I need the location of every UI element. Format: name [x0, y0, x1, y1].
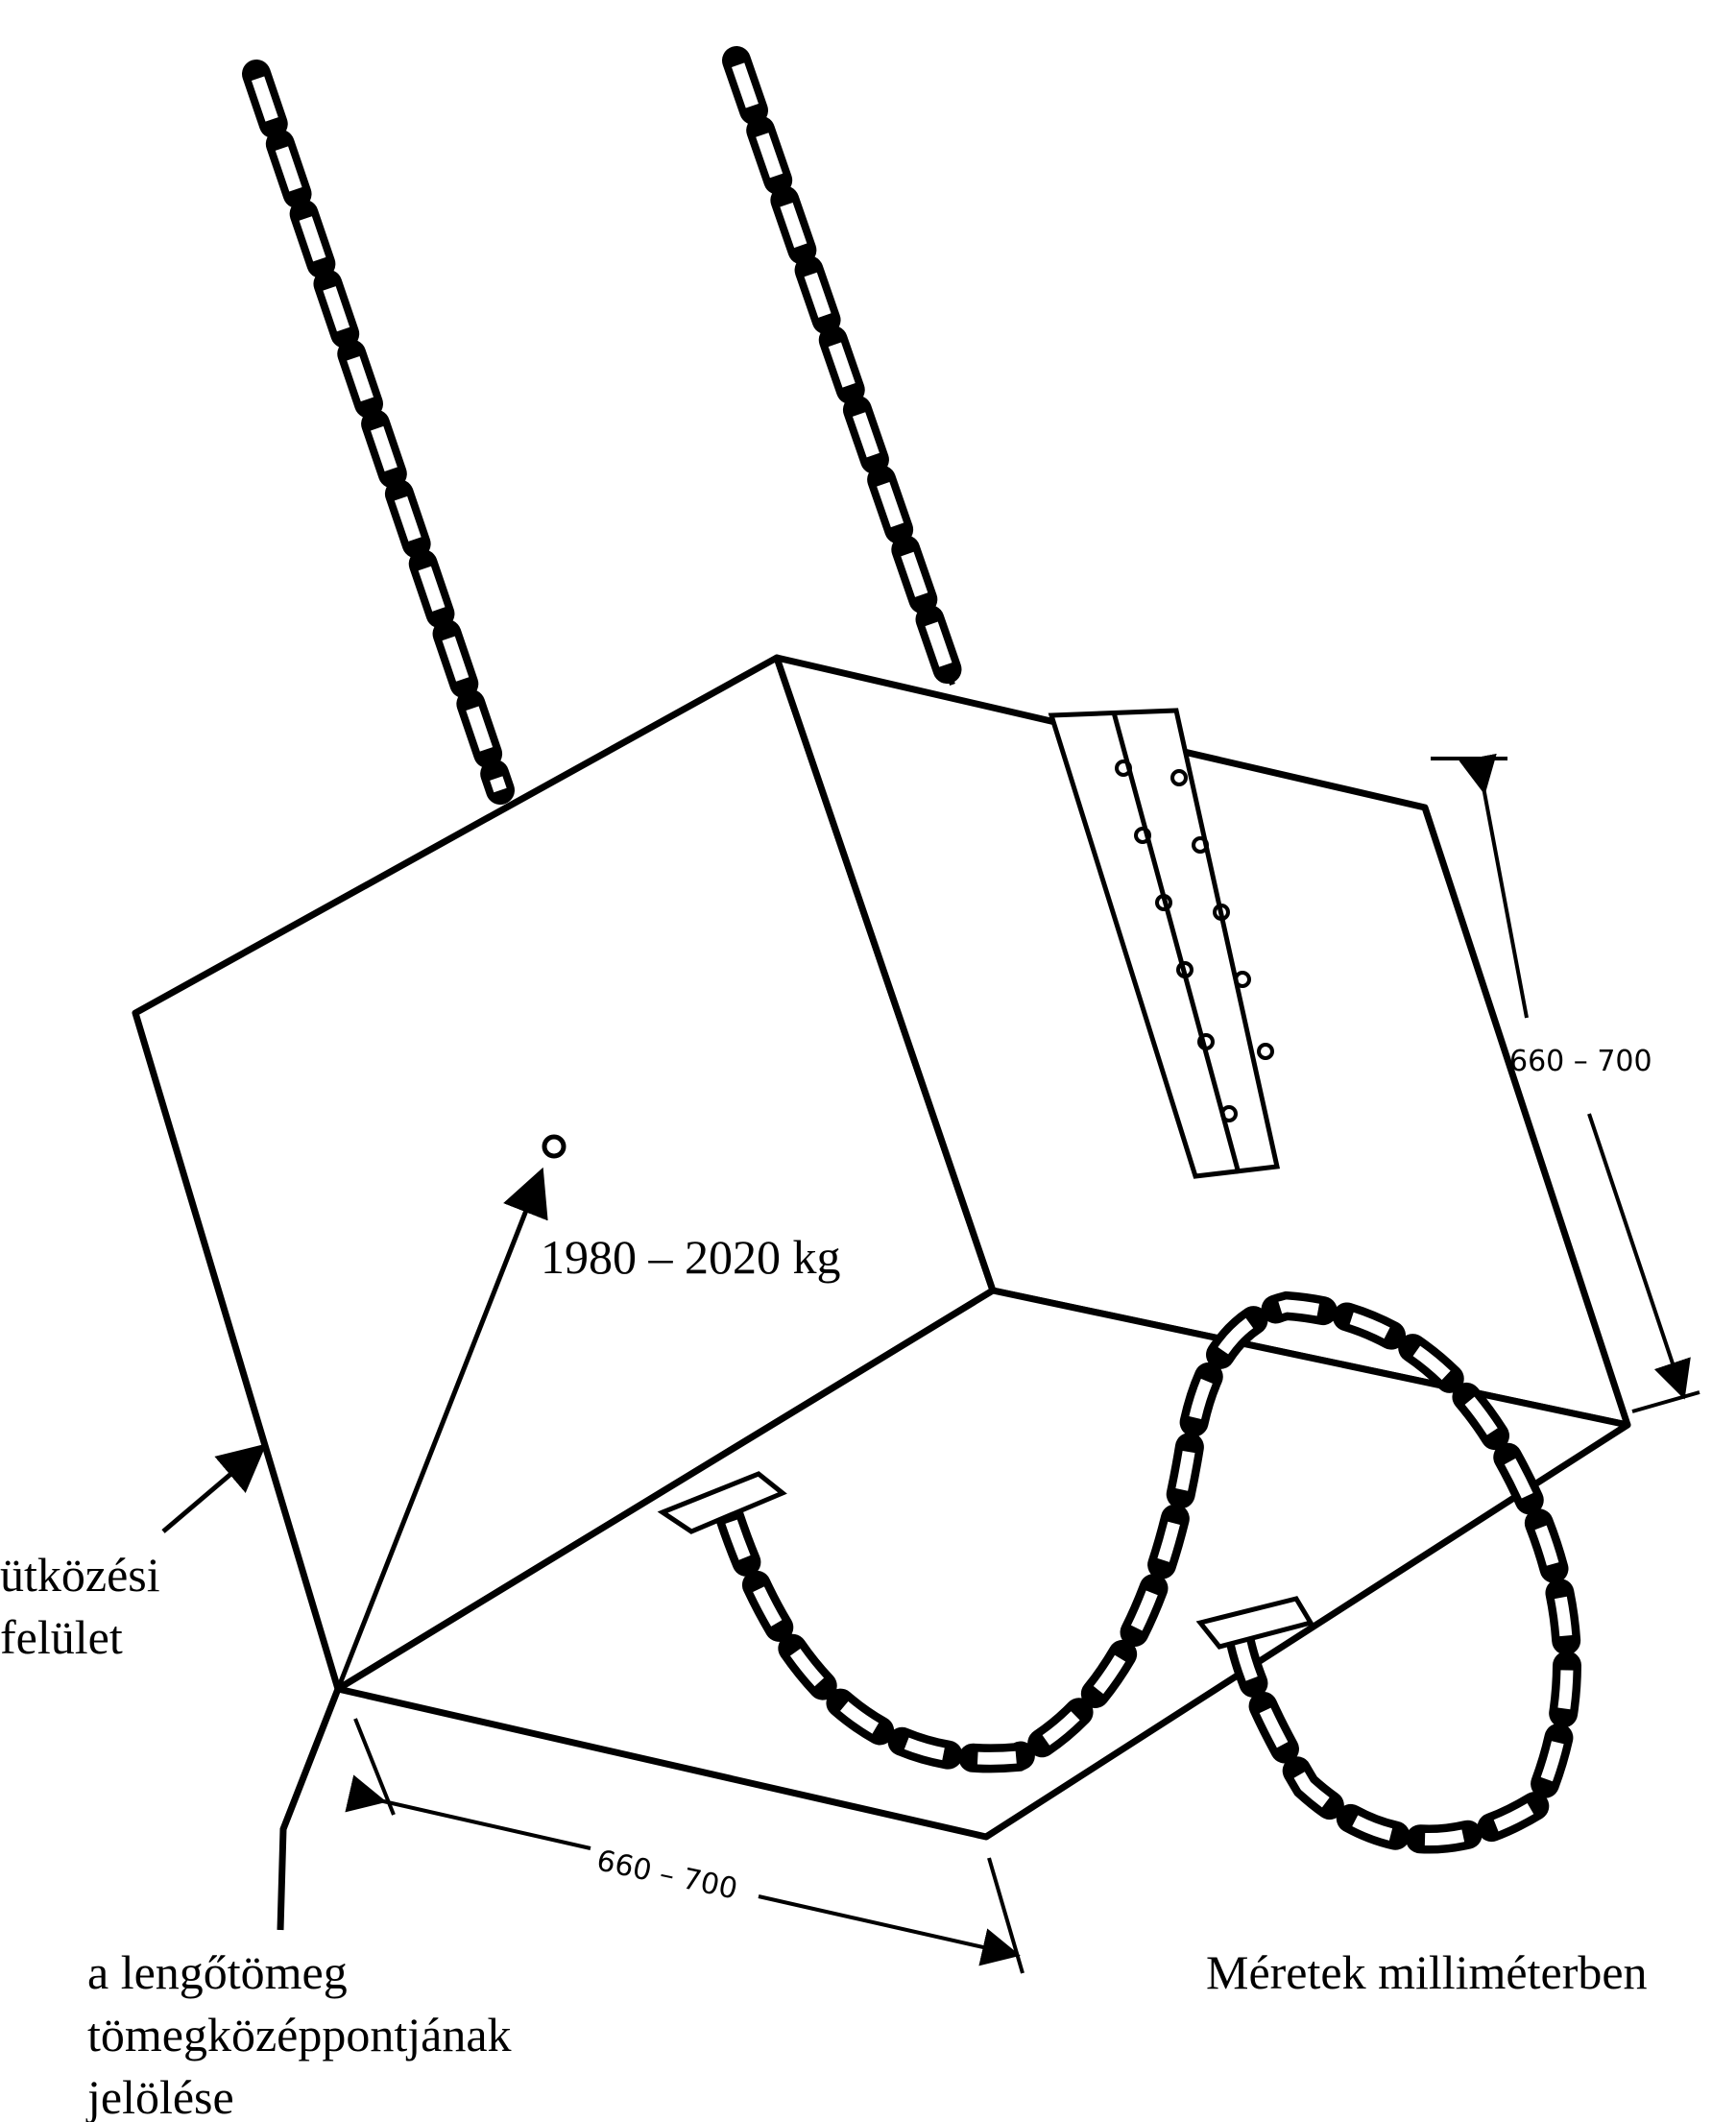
dimension-lines: [345, 753, 1700, 1974]
impact-surface-arrow: [161, 1443, 267, 1533]
lower-chains: [657, 1290, 1581, 1854]
units-note: Méretek milliméterben: [1206, 1945, 1648, 1999]
upper-chains: [242, 46, 967, 805]
center-of-mass-label-line3: jelölése: [87, 2070, 234, 2122]
height-dimension-label: 660 – 700: [1509, 1045, 1652, 1078]
impact-surface-label-line1: ütközési: [0, 1548, 160, 1602]
center-of-mass-label-line2: tömegközéppontjának: [87, 2008, 512, 2062]
center-of-mass-marker: [277, 1134, 567, 1931]
impact-surface-label-line2: felület: [0, 1610, 123, 1664]
mounting-rail: [1048, 708, 1281, 1179]
center-of-mass-label-line1: a lengőtömeg: [87, 1945, 348, 1999]
mass-label: 1980 – 2020 kg: [541, 1230, 841, 1284]
impactor-box: [132, 654, 1631, 1841]
